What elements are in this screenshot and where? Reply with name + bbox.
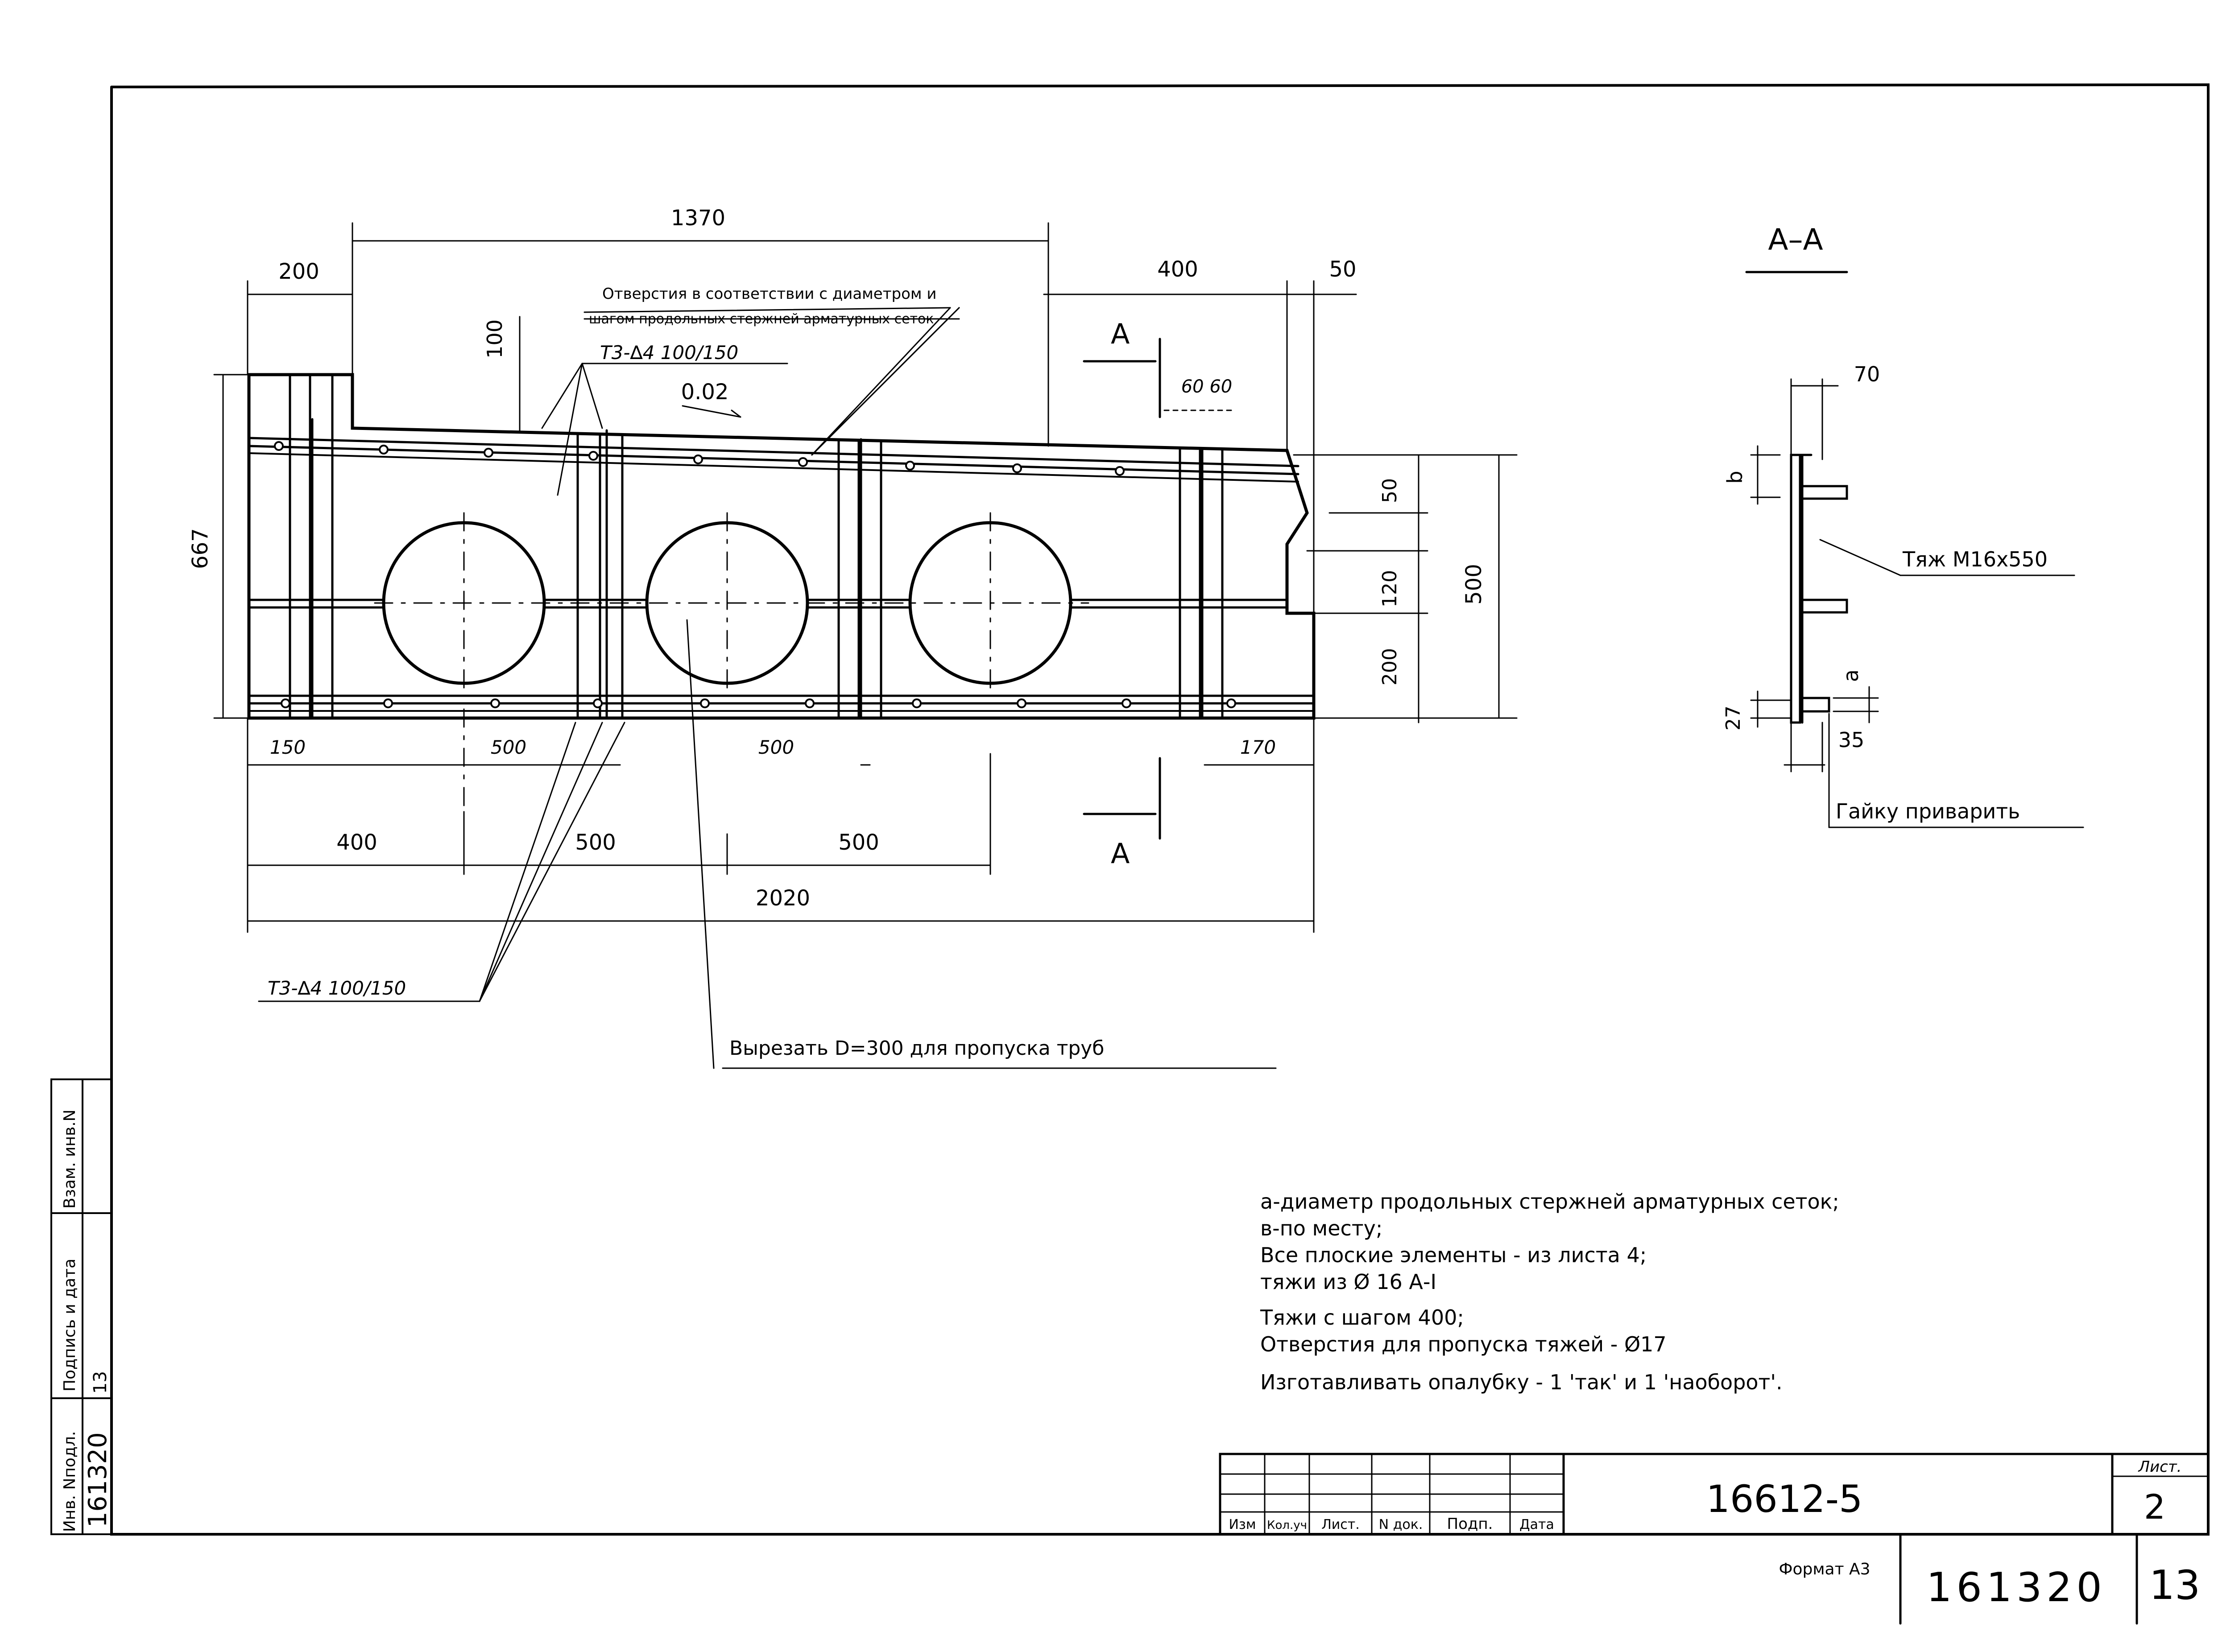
dimension-lines-top: [247, 222, 1357, 614]
dimension-lines-left: [213, 374, 250, 719]
vertical-ribs: [289, 374, 1224, 719]
section-dim-35: 35: [1838, 728, 1865, 752]
tb-header-ndok: N док.: [1379, 1517, 1423, 1532]
dim-500-a: 500: [491, 736, 526, 758]
dim-50-right: 50: [1378, 478, 1401, 503]
stamp-podpis: Подпись и дата: [61, 1259, 79, 1392]
tb-header-kol: Кол.уч: [1267, 1519, 1307, 1532]
dim-400-bottom: 400: [336, 830, 377, 855]
section-mark-lines: [1083, 338, 1161, 840]
tb-header-list: Лист.: [1321, 1517, 1360, 1532]
cut-note: Вырезать D=300 для пропуска труб: [729, 1037, 1104, 1060]
dim-500-b: 500: [758, 736, 794, 758]
note-line-7: Изготавливать опалубку - 1 'так' и 1 'на…: [1260, 1370, 1783, 1394]
section-dim-70: 70: [1854, 362, 1880, 386]
dim-60-60: 60 60: [1181, 376, 1233, 397]
note-line-2: в-по месту;: [1260, 1216, 1382, 1240]
page-number: 13: [2149, 1562, 2201, 1609]
section-mark-a-top: А: [1111, 318, 1130, 350]
note-line-1: а-диаметр продольных стержней арматурных…: [1260, 1189, 1839, 1214]
tb-header-podp: Подп.: [1447, 1515, 1493, 1533]
mesh-label-top: Т3-∆4 100/150: [600, 342, 738, 363]
format-label: Формат А3: [1779, 1560, 1870, 1578]
dim-200-right: 200: [1378, 648, 1401, 686]
section-dim-b: b: [1723, 471, 1747, 483]
center-lines: [374, 512, 1089, 875]
dimension-lines-bottom: [247, 717, 1315, 933]
tie-rods: [311, 418, 1201, 719]
dim-100: 100: [483, 319, 507, 359]
note-line-3: Все плоские элементы - из листа 4;: [1260, 1243, 1647, 1267]
top-mesh-line-2: [248, 445, 1299, 475]
side-stamp-grid: [50, 1078, 112, 1535]
stamp-inv-value: 161320: [83, 1432, 112, 1528]
dim-200-top: 200: [278, 259, 319, 284]
doc-number: 16612-5: [1706, 1477, 1863, 1521]
title-block-grid: [1219, 1453, 2210, 1536]
sheet-label: Лист.: [2138, 1458, 2182, 1476]
section-nut-label: Гайку приварить: [1836, 799, 2020, 823]
top-mesh-line-3: [248, 452, 1299, 483]
footer-lines: [1899, 1533, 2138, 1625]
sheet-number: 2: [2144, 1487, 2165, 1527]
note-line-4: тяжи из Ø 16 А-I: [1260, 1270, 1436, 1294]
dim-500-right: 500: [1461, 564, 1486, 605]
dimension-lines-right: [1293, 454, 1518, 723]
note-line-6: Отверстия для пропуска тяжей - Ø17: [1260, 1332, 1667, 1356]
dim-2020: 2020: [756, 886, 810, 911]
top-mesh-line-1: [248, 437, 1299, 467]
slope-0-02: 0.02: [681, 380, 729, 405]
section-aa-body: [1790, 454, 1848, 724]
rebar-holes: [274, 441, 1236, 708]
dim-500-c: 500: [575, 830, 616, 855]
stamp-vzam: Взам. инв.N: [61, 1110, 79, 1209]
tb-header-data: Дата: [1519, 1517, 1554, 1532]
stamp-inv-podl: Инв. Nподл.: [61, 1431, 79, 1532]
section-aa-dims: [1750, 378, 2084, 828]
leader-lines: [258, 307, 1277, 1069]
dim-400-top: 400: [1157, 257, 1198, 282]
dim-500-d: 500: [838, 830, 879, 855]
section-dim-27: 27: [1722, 706, 1745, 731]
section-rod-label: Тяж М16х550: [1902, 547, 2048, 571]
stamp-sig-value: 13: [90, 1371, 111, 1394]
note-line-5: Тяжи с шагом 400;: [1260, 1305, 1464, 1330]
dim-150: 150: [270, 736, 306, 758]
section-dim-a: a: [1839, 669, 1863, 682]
holes-note-line-1: Отверстия в соответствии с диаметром и: [602, 285, 936, 303]
dim-120: 120: [1378, 570, 1401, 607]
section-mark-a-bottom: А: [1111, 837, 1130, 870]
dim-170: 170: [1240, 736, 1276, 758]
section-title: А–А: [1768, 223, 1823, 257]
dim-1370: 1370: [671, 206, 725, 231]
dim-667: 667: [188, 528, 213, 569]
tb-header-izm: Изм: [1229, 1517, 1256, 1532]
dim-50-top: 50: [1329, 257, 1356, 282]
mesh-label-bottom: Т3-∆4 100/150: [268, 977, 406, 999]
archive-number: 161320: [1926, 1564, 2106, 1611]
holes-note-line-2: шагом продольных стержней арматурных сет…: [589, 311, 934, 327]
